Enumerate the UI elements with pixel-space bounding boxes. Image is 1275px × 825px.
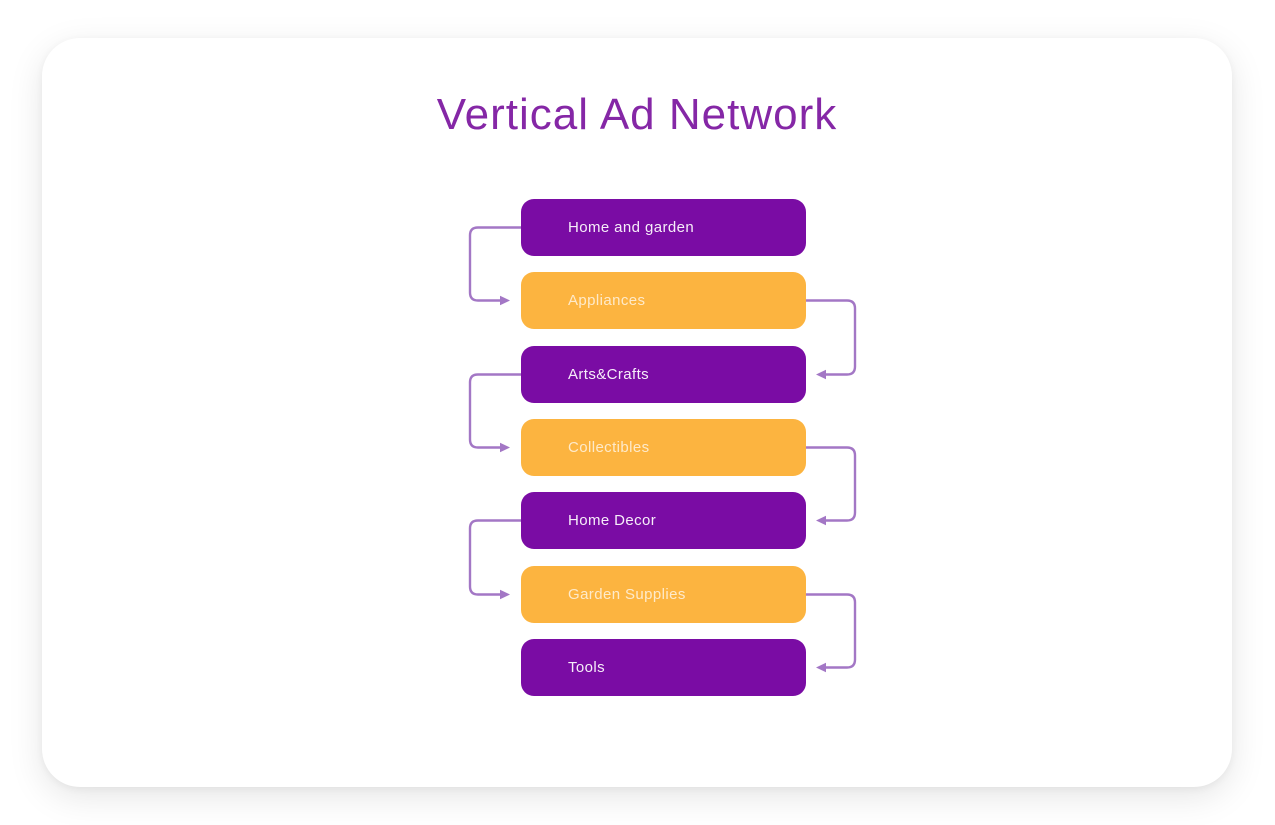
node-tools: Tools <box>521 639 806 696</box>
node-label: Arts&Crafts <box>568 366 650 383</box>
node-collectibles: Collectibles <box>521 419 806 476</box>
node-label: Home Decor <box>568 512 657 529</box>
connector-path <box>806 299 857 376</box>
arrow-head-icon <box>500 589 510 600</box>
connector-path <box>468 519 521 596</box>
node-home-and-garden: Home and garden <box>521 199 806 256</box>
connector-path <box>468 373 521 449</box>
node-garden-supplies: Garden Supplies <box>521 566 806 623</box>
node-appliances: Appliances <box>521 272 806 329</box>
node-label: Appliances <box>568 292 646 309</box>
arrow-head-icon <box>816 369 826 380</box>
connector-path <box>806 593 857 669</box>
flow-diagram: Home and garden Appliances Arts&Crafts C… <box>466 199 860 699</box>
arrow-head-icon <box>500 295 510 306</box>
arrow-head-icon <box>500 442 510 453</box>
node-label: Home and garden <box>568 219 695 236</box>
node-label: Garden Supplies <box>568 586 686 603</box>
node-label: Collectibles <box>568 439 650 456</box>
connector-arrows <box>468 226 857 673</box>
page-title: Vertical Ad Network <box>436 90 838 139</box>
node-arts-and-crafts: Arts&Crafts <box>521 346 806 403</box>
node-label: Tools <box>568 659 606 676</box>
arrow-head-icon <box>816 515 826 526</box>
node-home-decor: Home Decor <box>521 492 806 549</box>
connector-path <box>806 446 857 522</box>
arrow-head-icon <box>816 662 826 673</box>
card: Vertical Ad Network Home and garden Appl… <box>42 38 1232 787</box>
connector-path <box>468 226 521 302</box>
